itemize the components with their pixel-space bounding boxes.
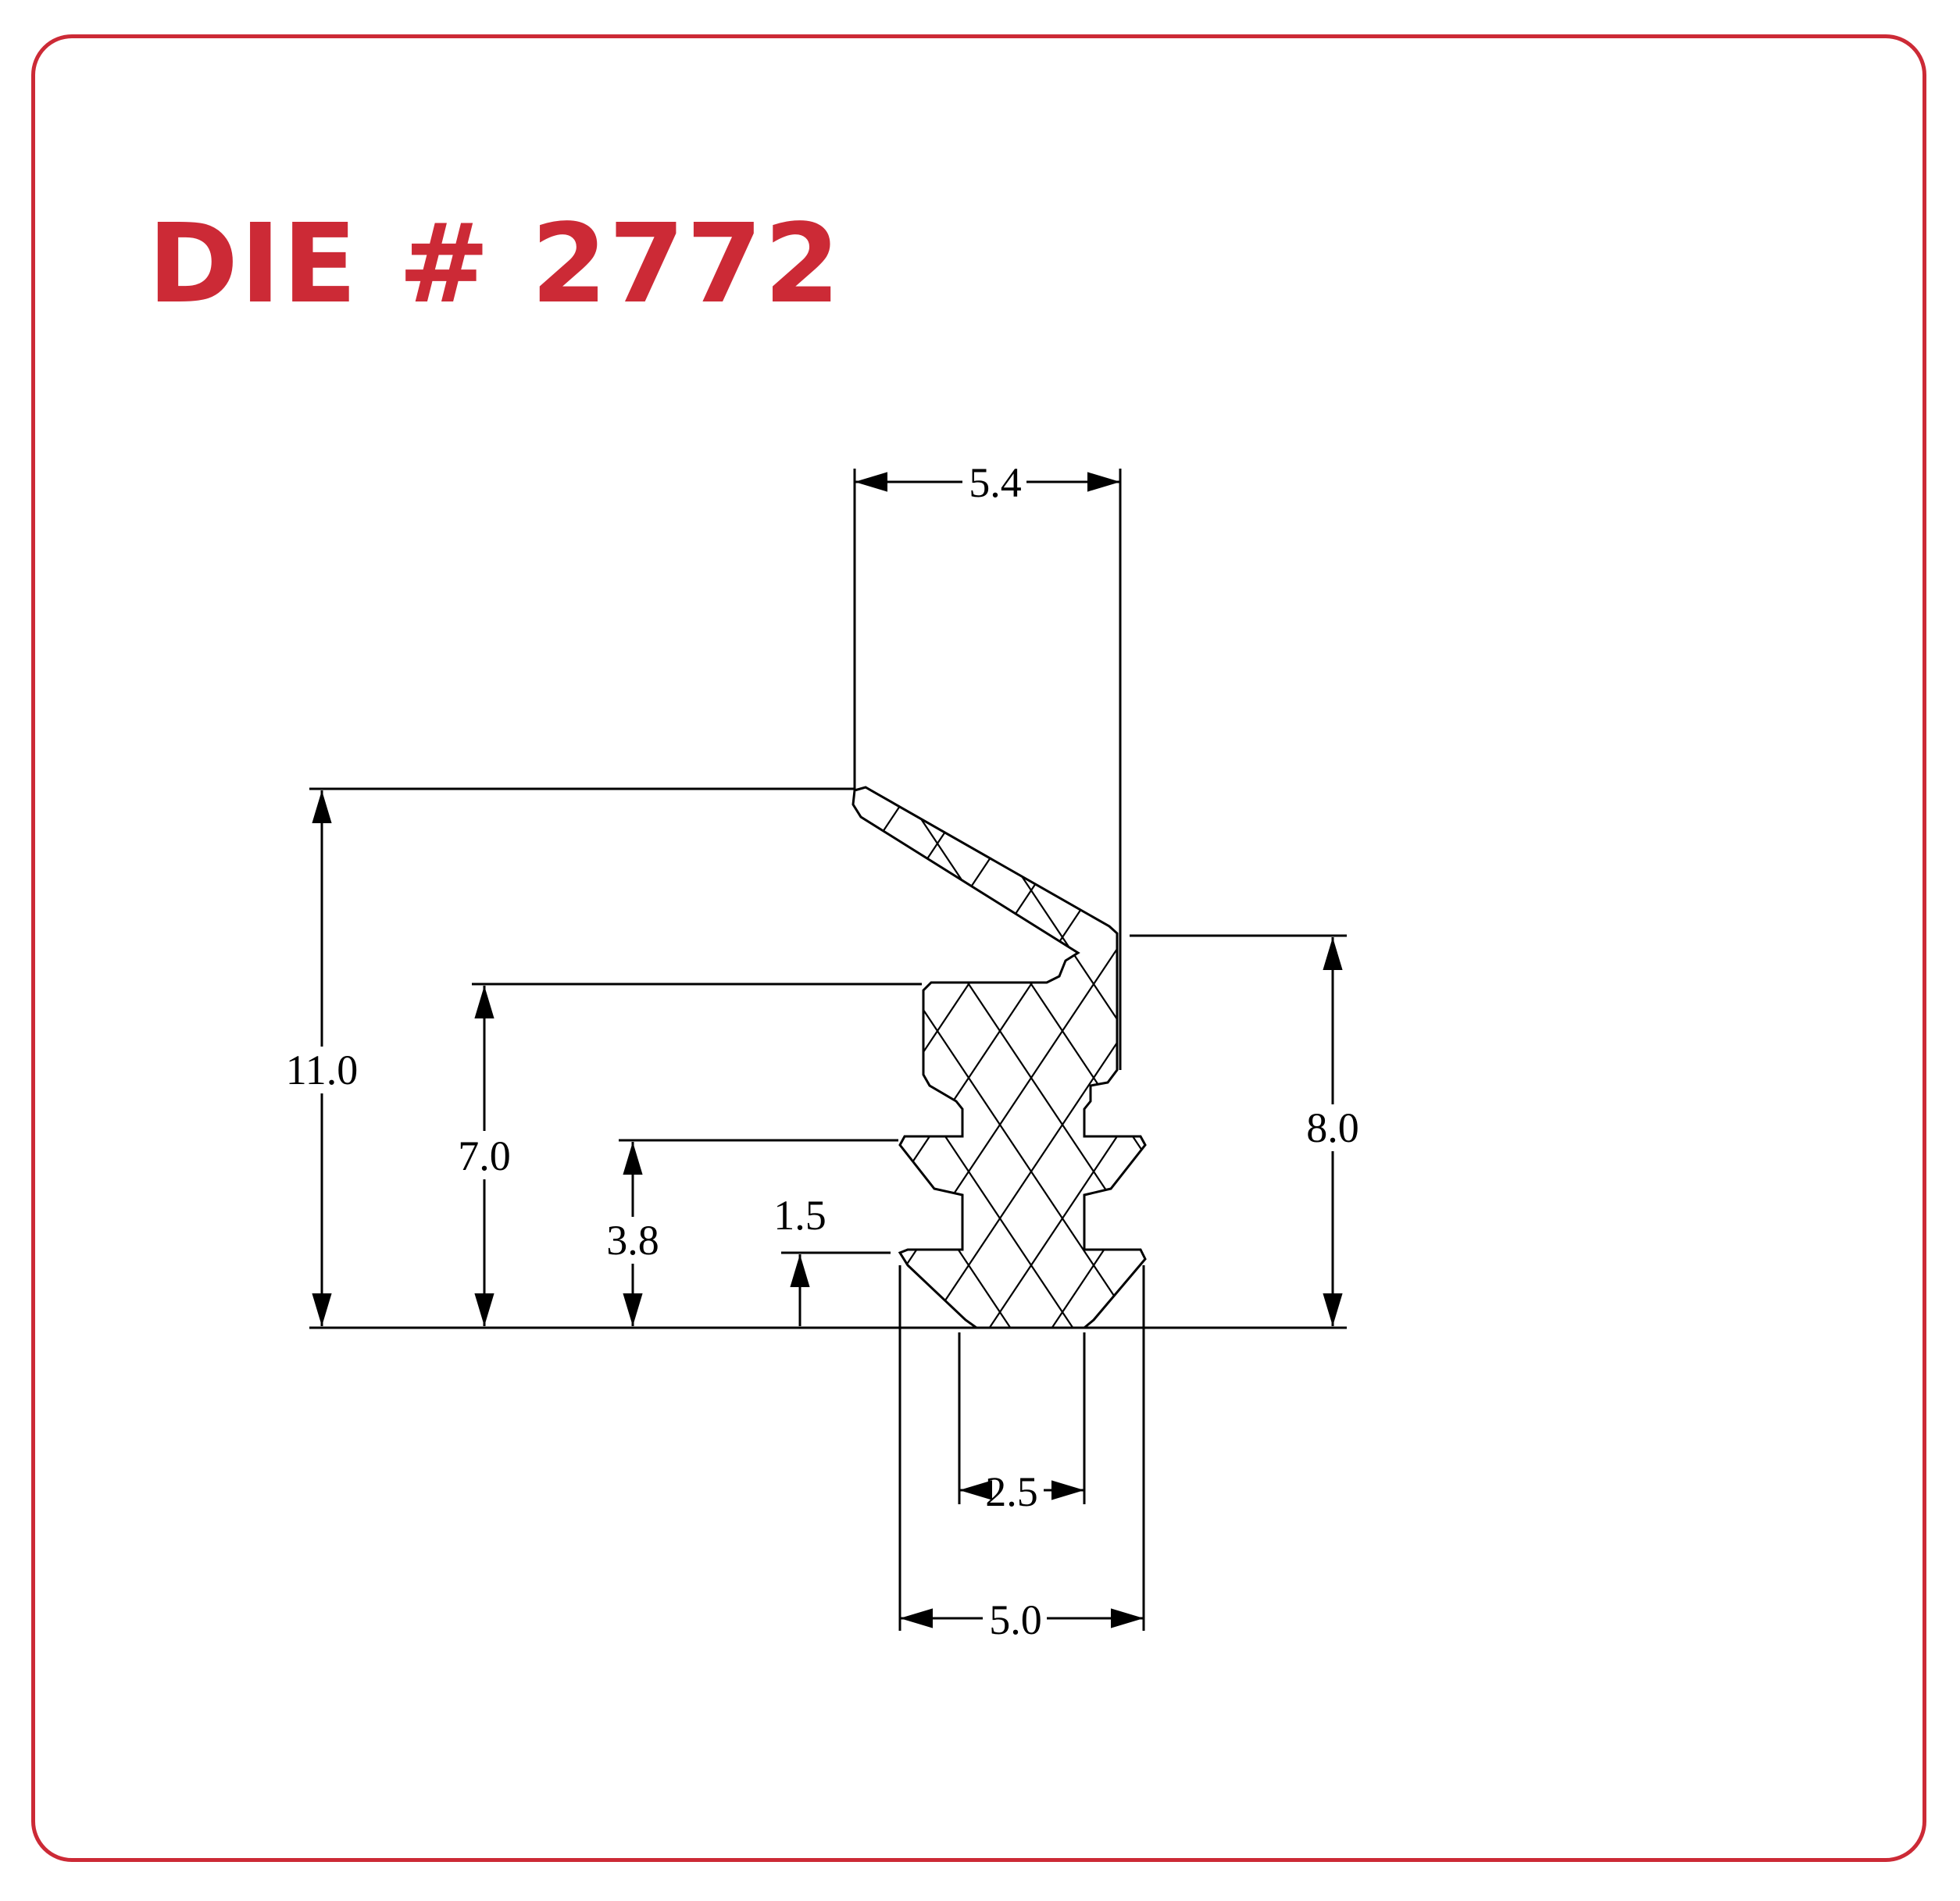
dim-neck-width: 2.5 xyxy=(985,1468,1038,1515)
dimension-lines xyxy=(312,472,1343,1628)
card-frame: DIE # 2772 xyxy=(31,34,1926,1862)
dim-height-7: 7.0 xyxy=(458,1132,511,1179)
seal-profile xyxy=(851,786,1147,1329)
dim-right-height: 8.0 xyxy=(1306,1104,1359,1151)
dim-base-width: 5.0 xyxy=(989,1596,1042,1643)
dim-overall-height: 11.0 xyxy=(286,1047,359,1093)
dim-top-width: 5.4 xyxy=(969,459,1022,506)
dim-height-1-5: 1.5 xyxy=(773,1192,826,1239)
die-title: DIE # 2772 xyxy=(148,201,842,328)
extension-lines xyxy=(309,469,1347,1631)
dim-height-3-8: 3.8 xyxy=(606,1217,659,1264)
